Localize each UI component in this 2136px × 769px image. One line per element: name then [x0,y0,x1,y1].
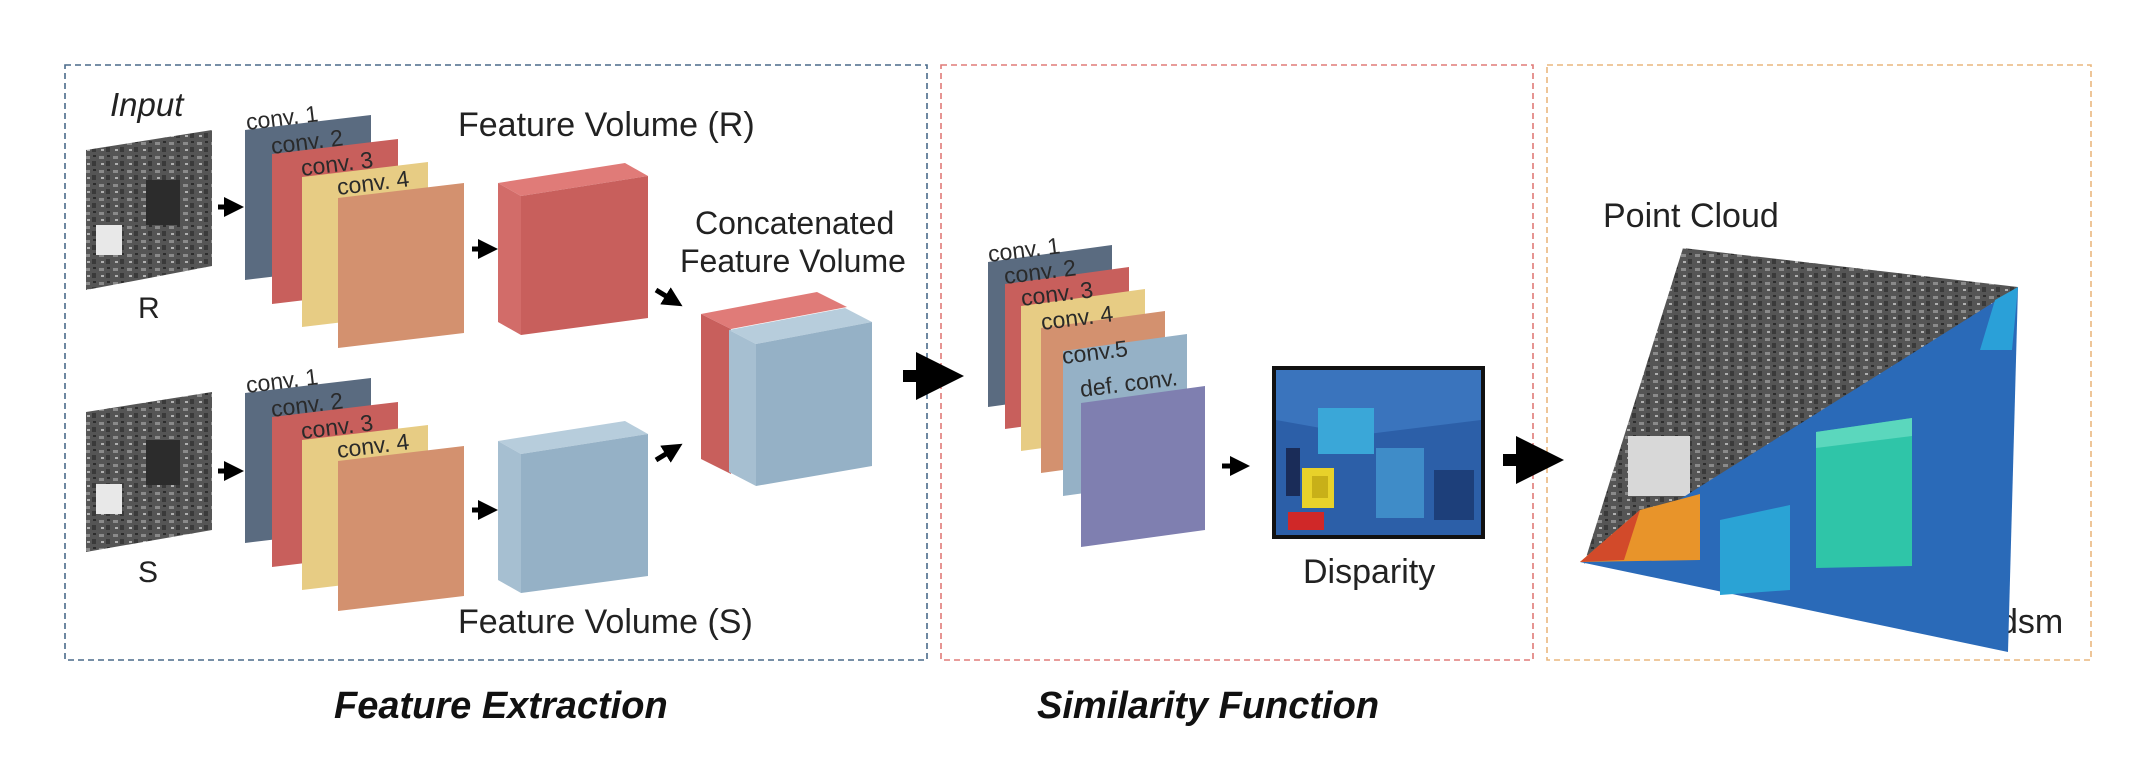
feature-volume-s-cube [498,421,648,593]
image-s-label: S [138,556,158,589]
point-cloud-half [1584,248,2018,564]
conv-stack-s: conv. 1 conv. 2 conv. 3 conv. 4 [244,363,464,611]
concatenated-volume-cube [701,292,872,486]
conv-layer-r-4 [338,183,464,348]
point-cloud-dsm-visual [1580,248,2018,652]
dsm-label: dsm [1999,603,2063,641]
feature-volume-s-label: Feature Volume (S) [458,603,753,641]
input-label: Input [110,86,185,123]
feature-volume-r-label: Feature Volume (R) [458,106,755,144]
conv-layer-s-4 [338,446,464,611]
input-image-s [86,392,212,552]
similarity-conv-stack: conv. 1 conv. 2 conv. 3 conv. 4 conv.5 d… [986,232,1205,547]
image-r-label: R [138,292,160,325]
similarity-function-panel [940,64,1534,661]
concat-label-line2: Feature Volume [680,243,906,279]
feature-volume-r-cube [498,163,648,335]
feature-extraction-panel [64,64,928,661]
disparity-map [1272,366,1485,539]
disparity-label: Disparity [1303,553,1435,591]
conv-stack-r: conv. 1 conv. 2 conv. 3 conv. 4 [244,100,464,348]
arrow-volume-r-to-concat [654,287,683,307]
output-panel [1546,64,2092,661]
arrow-volume-s-to-concat [654,443,683,463]
sim-conv-layer-6 [1081,386,1205,547]
feature-extraction-title: Feature Extraction [334,685,668,727]
input-image-r [86,130,212,290]
similarity-function-title: Similarity Function [1037,685,1379,727]
concat-label-line1: Concatenated [695,205,894,241]
point-cloud-label: Point Cloud [1603,197,1779,235]
